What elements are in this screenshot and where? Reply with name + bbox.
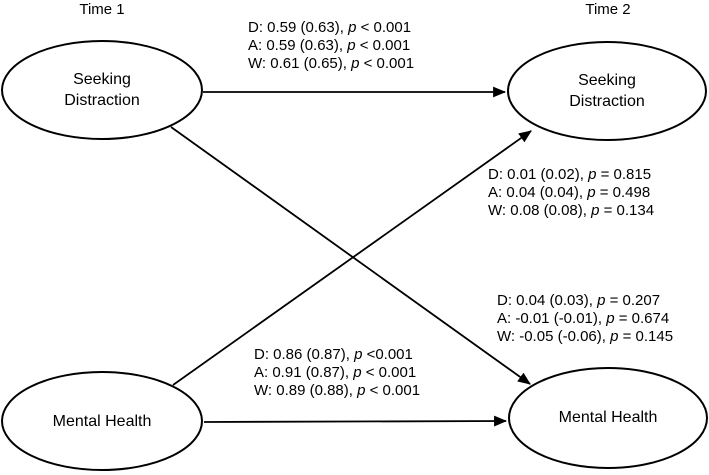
coef-line: A: 0.59 (0.63), p < 0.001 — [248, 37, 411, 54]
node-label-seeking-distraction-t2: Seeking Distraction — [569, 72, 645, 110]
coef-line: A: 0.04 (0.04), p = 0.498 — [488, 184, 651, 201]
coef-line: A: -0.01 (-0.01), p = 0.674 — [497, 310, 670, 327]
coef-line: W: -0.05 (-0.06), p = 0.145 — [497, 328, 674, 345]
path-label-mh-t1-to-sd-t2: D: 0.01 (0.02), p = 0.815 A: 0.04 (0.04)… — [488, 166, 654, 220]
node-ellipse-seeking-distraction-t1 — [1, 40, 203, 140]
coef-line: D: 0.04 (0.03), p = 0.207 — [497, 292, 661, 309]
path-label-sd-t1-to-mh-t2: D: 0.04 (0.03), p = 0.207 A: -0.01 (-0.0… — [497, 292, 673, 346]
coef-line: D: 0.01 (0.02), p = 0.815 — [488, 166, 652, 183]
coef-line: A: 0.91 (0.87), p < 0.001 — [254, 364, 417, 381]
coef-line: D: 0.59 (0.63), p < 0.001 — [248, 19, 412, 36]
node-label-seeking-distraction-t1: Seeking Distraction — [64, 71, 140, 109]
node-ellipse-seeking-distraction-t2 — [507, 41, 707, 141]
coef-line: W: 0.08 (0.08), p = 0.134 — [488, 202, 655, 219]
node-ellipse-mental-health-t1 — [1, 371, 203, 471]
path-label-sd-t1-to-sd-t2: D: 0.59 (0.63), p < 0.001 A: 0.59 (0.63)… — [248, 19, 414, 73]
path-label-mh-t1-to-mh-t2: D: 0.86 (0.87), p <0.001 A: 0.91 (0.87),… — [254, 346, 420, 400]
coef-line: D: 0.86 (0.87), p <0.001 — [254, 346, 413, 363]
arrow-mh-t1-to-mh-t2 — [203, 415, 508, 427]
node-label-mental-health-t2: Mental Health — [558, 409, 658, 426]
time1-label: Time 1 — [79, 1, 125, 18]
arrow-mh-t1-to-sd-t2 — [172, 130, 532, 386]
arrow-sd-t1-to-mh-t2 — [170, 126, 531, 385]
time2-label: Time 2 — [585, 1, 631, 18]
node-label-mental-health-t1: Mental Health — [52, 412, 152, 430]
node-ellipse-mental-health-t2 — [508, 367, 708, 469]
coef-line: W: 0.89 (0.88), p < 0.001 — [254, 382, 421, 399]
coef-line: W: 0.61 (0.65), p < 0.001 — [248, 55, 415, 72]
